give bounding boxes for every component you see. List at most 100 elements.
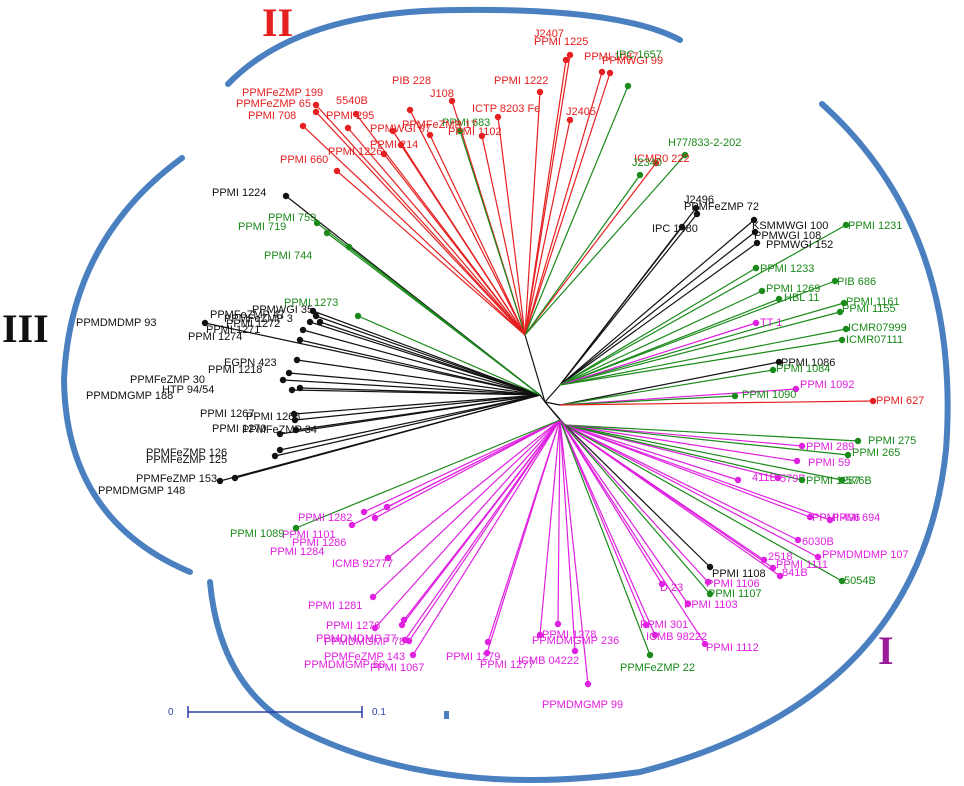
leaf-label: PPMFeZMP 47 [210, 309, 285, 321]
leaf-branch [564, 424, 799, 541]
leaf-node [681, 151, 689, 159]
leaf-label: PPMI 301 [640, 619, 688, 631]
leaf-label: PIB 228 [392, 75, 431, 87]
leaf-label: 411B [752, 472, 777, 484]
leaf-label: PPMI 1222 [494, 75, 548, 87]
leaf-label: PPMDMGMP 78 [324, 636, 405, 648]
leaf-branch [564, 424, 798, 462]
leaf-branch [282, 379, 541, 396]
leaf-label: PPMI 1274 [188, 331, 242, 343]
leaf-label: PPMI 1233 [760, 263, 814, 275]
leaf-label: 5540B [336, 95, 368, 107]
leaf-label: EGPN 423 [224, 357, 277, 369]
leaf-node [571, 647, 579, 655]
hub-branch [544, 384, 561, 403]
leaf-node [383, 503, 391, 511]
leaf-node [776, 572, 784, 580]
leaf-node [836, 308, 844, 316]
leaf-branch [357, 315, 541, 396]
leaf-node [426, 131, 434, 139]
leaf-label: PPMWGI 152 [766, 239, 833, 251]
leaf-label: PPMI 1087 [584, 51, 638, 63]
leaf-branch [559, 328, 847, 386]
leaf-node [651, 631, 659, 639]
leaf-node [313, 219, 321, 227]
leaf-label: PPMI 1155 [842, 303, 896, 315]
leaf-node [333, 167, 341, 175]
leaf-branch [559, 419, 589, 685]
leaf-branch [302, 329, 541, 396]
leaf-node [290, 410, 298, 418]
leaf-node [774, 474, 782, 482]
hub-branch [544, 401, 561, 406]
leaf-label: PPMFeZMP 72 [684, 201, 759, 213]
leaf-label: ICMR07999 [848, 322, 907, 334]
leaf-label: ICMB 92777 [332, 558, 393, 570]
leaf-node [734, 476, 742, 484]
leaf-node [793, 457, 801, 465]
leaf-label: PPMI 1161 [846, 296, 900, 308]
leaf-branch [315, 104, 526, 336]
leaf-node [312, 101, 320, 109]
leaf-label: PPMI 1090 [742, 389, 796, 401]
leaf-branch [412, 419, 561, 656]
leaf-label: J2405 [566, 106, 596, 118]
leaf-node [646, 651, 654, 659]
leaf-label: D 23 [660, 582, 683, 594]
leaf-node [456, 127, 464, 135]
leaf-node [201, 319, 209, 327]
leaf-label: PPMDMGMP 148 [98, 485, 185, 497]
leaf-node [706, 590, 714, 598]
leaf-label: PPMFeZMP 34 [242, 424, 317, 436]
leaf-branch [559, 290, 763, 386]
leaf-node [398, 621, 406, 629]
leaf-node [369, 593, 377, 601]
leaf-node [678, 223, 686, 231]
leaf-node [279, 376, 287, 384]
leaf-node [806, 513, 814, 521]
leaf-label: PPMWGI 99 [602, 55, 663, 67]
leaf-branch [559, 322, 757, 386]
cluster-i-arc [207, 101, 951, 783]
leaf-branch [559, 419, 711, 595]
leaf-label: PPMI 1279 [446, 651, 500, 663]
leaf-label: PPMFeZMP 126 [146, 447, 227, 459]
leaf-node [798, 476, 806, 484]
leaf-branch [559, 242, 758, 386]
leaf-label: PPMFeZMP 153 [136, 473, 217, 485]
leaf-branch [524, 119, 571, 336]
leaf-branch [559, 226, 683, 386]
leaf-branch [336, 170, 526, 336]
leaf-branch [524, 59, 567, 336]
leaf-branch [564, 424, 739, 481]
leaf-branch [559, 213, 698, 386]
leaf-node [794, 536, 802, 544]
leaf-branch [524, 154, 686, 336]
leaf-branch [559, 388, 797, 406]
leaf-node [704, 578, 712, 586]
leaf-branch [302, 125, 526, 336]
leaf-label: 6030B [802, 536, 834, 548]
leaf-branch [487, 419, 561, 643]
leaf-branch [234, 394, 541, 479]
leaf-node [400, 616, 408, 624]
leaf-label: PPMI 683 [442, 117, 490, 129]
cluster-iii-arc [60, 155, 193, 575]
leaf-branch [383, 153, 526, 336]
leaf-node [642, 621, 650, 629]
scale-start-label: 0 [168, 707, 174, 718]
leaf-branch [299, 387, 541, 396]
leaf-branch [564, 424, 859, 442]
leaf-label: PIB 686 [837, 276, 876, 288]
leaf-node [792, 385, 800, 393]
leaf-label: PPMI 1276 [326, 620, 380, 632]
leaf-node [838, 476, 846, 484]
leaf-node [312, 312, 320, 320]
leaf-label: J108 [430, 88, 454, 100]
leaf-node [299, 326, 307, 334]
leaf-node [291, 416, 299, 424]
leaf-label: PPMI 719 [238, 221, 286, 233]
leaf-label: PPMFeZMP 17 [402, 119, 477, 131]
leaf-label: J2496 [684, 194, 714, 206]
leaf-label: 2518 [768, 551, 792, 563]
